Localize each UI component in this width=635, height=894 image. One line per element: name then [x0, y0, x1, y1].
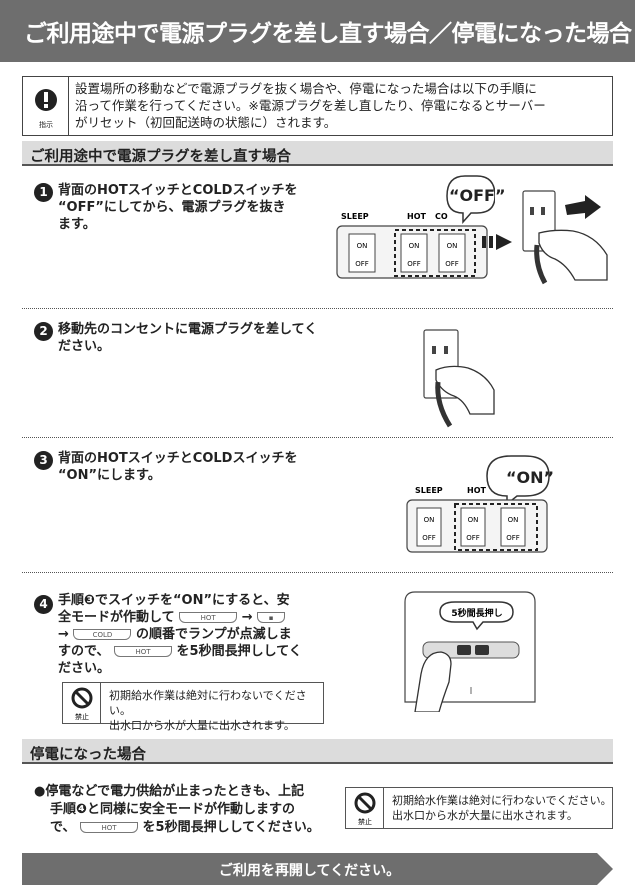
step-2-number: 2 — [34, 322, 53, 341]
page-title: ご利用途中で電源プラグを差し直す場合／停電になった場合 — [24, 21, 632, 47]
off-bubble-text: “OFF” — [449, 186, 506, 205]
step-4-warning: 禁止 初期給水作業は絶対に行わないでください。 出水口から水が大量に出水されます… — [62, 682, 324, 732]
exclamation-icon: 指示 — [35, 89, 57, 129]
warning-text: 初期給水作業は絶対に行わないでください。 出水口から水が大量に出水されます。 — [109, 688, 323, 733]
switch-off-label: OFF — [506, 534, 520, 542]
banner-arrow-shape — [22, 853, 613, 885]
prohibition-icon-label: 禁止 — [75, 712, 89, 721]
switch-on-label: ON — [447, 242, 458, 250]
step-4-segment: を5秒間長押ししてく — [176, 644, 302, 659]
outage-line: 手順❹と同様に安全モードが作動しますの — [50, 802, 296, 817]
plug-in-illustration — [423, 329, 495, 428]
switch-panel-off-illustration: SLEEP HOT CO ON OFF ON OFF ON OFF — [336, 175, 495, 279]
step-4-segment: → — [58, 627, 69, 642]
notice-line: 沿って作業を行ってください。※電源プラグを差し直したり、停電になるとサーバー — [75, 98, 546, 113]
notice-line: がリセット（初回配送時の状態に）されます。 — [75, 115, 337, 130]
resume-banner: ご利用を再開してください。 — [22, 853, 613, 885]
step-3-text: 背面のHOTスイッチとCOLDスイッチを “ON”にします。 — [58, 450, 297, 484]
step-2-text: 移動先のコンセントに電源プラグを差してく ださい。 — [58, 321, 317, 355]
instruction-icon-cell: 指示 — [23, 77, 69, 135]
outage-segment: を5秒間長押ししてください。 — [142, 820, 320, 835]
cold-button-icon: COLD — [73, 629, 132, 640]
prohibition-icon-cell: 禁止 — [346, 788, 384, 828]
hot-label: HOT — [407, 212, 426, 221]
switch-on-label: ON — [357, 242, 368, 250]
instruction-notice: 指示 設置場所の移動などで電源プラグを抜く場合や、停電になった場合は以下の手順に… — [22, 76, 613, 136]
prohibition-icon: 禁止 — [71, 687, 93, 721]
switch-on-label: ON — [468, 516, 479, 524]
prohibition-icon-cell: 禁止 — [63, 683, 101, 723]
step-divider — [22, 308, 613, 309]
step-4-line: ださい。 — [58, 661, 111, 676]
outage-warning: 禁止 初期給水作業は絶対に行わないでください。 出水口から水が大量に出水されます… — [345, 787, 613, 829]
sleep-label: SLEEP — [415, 486, 443, 495]
step-4-number: 4 — [34, 595, 53, 614]
sleep-label: SLEEP — [341, 212, 369, 221]
hot-label: HOT — [467, 486, 486, 495]
step-4-segment: → — [241, 610, 253, 625]
step-4-line: すので、 HOT を5秒間長押ししてく — [58, 643, 302, 660]
step-4-line: 全モードが作動して HOT → ▪ — [58, 609, 302, 626]
section-replug-title: ご利用途中で電源プラグを差し直す場合 — [22, 141, 613, 166]
step-1-text: 背面のHOTスイッチとCOLDスイッチを “OFF”にしてから、電源プラグを抜き… — [58, 182, 297, 233]
notice-line: 設置場所の移動などで電源プラグを抜く場合や、停電になった場合は以下の手順に — [75, 81, 537, 96]
step-4-segment: すので、 — [58, 644, 110, 659]
prohibition-icon-label: 禁止 — [358, 817, 372, 826]
front-panel-press-illustration: 5秒間長押し — [404, 591, 536, 712]
switch-off-label: OFF — [407, 260, 421, 268]
warning-line: 初期給水作業は絶対に行わないでください。 — [392, 794, 612, 807]
hot-button-icon: HOT — [114, 646, 173, 657]
step-4-text: 手順❸でスイッチを“ON”にすると、安 全モードが作動して HOT → ▪ → … — [58, 592, 302, 677]
warning-line: 初期給水作業は絶対に行わないでください。 — [109, 689, 307, 717]
step-2-line: 移動先のコンセントに電源プラグを差してく — [58, 322, 318, 337]
outage-line: ●停電などで電力供給が止まったときも、上記 — [34, 784, 305, 799]
switch-on-label: ON — [508, 516, 519, 524]
warning-line: 出水口から水が大量に出水されます。 — [392, 809, 578, 822]
switch-panel-on-illustration: SLEEP HOT ON OFF ON OFF ON OFF — [406, 455, 550, 553]
step-4-segment: の順番でランプが点滅しま — [135, 627, 292, 642]
right-arrow-icon — [482, 234, 512, 250]
step-4-line: 手順❸でスイッチを“ON”にすると、安 — [58, 593, 290, 608]
warning-text: 初期給水作業は絶対に行わないでください。 出水口から水が大量に出水されます。 — [392, 793, 612, 823]
warning-line: 出水口から水が大量に出水されます。 — [109, 719, 295, 732]
switch-off-label: OFF — [466, 534, 480, 542]
on-bubble-text: “ON” — [506, 468, 555, 487]
step-1-line: “OFF”にしてから、電源プラグを抜き — [58, 200, 286, 215]
section-outage-heading: 停電になった場合 — [30, 747, 146, 763]
switch-off-label: OFF — [422, 534, 436, 542]
prohibition-icon: 禁止 — [354, 792, 376, 826]
outage-segment: で、 — [50, 820, 76, 835]
step-3-line: “ON”にします。 — [58, 468, 161, 483]
step-divider — [22, 437, 613, 438]
switch-off-label: OFF — [355, 260, 369, 268]
hot-button-icon: HOT — [80, 822, 139, 833]
cold-label: CO — [435, 212, 448, 221]
hot-button-icon: HOT — [179, 612, 238, 623]
cold-lamp-icon: ▪ — [257, 612, 286, 623]
step-3-number: 3 — [34, 451, 53, 470]
instruction-icon-label: 指示 — [39, 120, 53, 129]
section-outage-title: 停電になった場合 — [22, 739, 613, 764]
switch-on-label: ON — [424, 516, 435, 524]
page-header: ご利用途中で電源プラグを差し直す場合／停電になった場合 — [0, 0, 635, 62]
step-1-line: ます。 — [58, 217, 96, 232]
outage-line: で、 HOT を5秒間長押ししてください。 — [34, 819, 320, 837]
step-2-line: ださい。 — [58, 339, 111, 354]
switch-on-label: ON — [409, 242, 420, 250]
step-3-line: 背面のHOTスイッチとCOLDスイッチを — [58, 451, 298, 466]
switch-off-label: OFF — [445, 260, 459, 268]
step-divider — [22, 572, 613, 573]
resume-label: ご利用を再開してください。 — [218, 863, 401, 879]
power-outage-text: ●停電などで電力供給が止まったときも、上記 手順❹と同様に安全モードが作動します… — [34, 783, 320, 837]
step-4-line: → COLD の順番でランプが点滅しま — [58, 626, 302, 643]
step-1-number: 1 — [34, 183, 53, 202]
section-replug-heading: ご利用途中で電源プラグを差し直す場合 — [30, 149, 291, 165]
step-1-line: 背面のHOTスイッチとCOLDスイッチを — [58, 183, 298, 198]
notice-text: 設置場所の移動などで電源プラグを抜く場合や、停電になった場合は以下の手順に 沿っ… — [75, 80, 610, 131]
press-label: 5秒間長押し — [451, 607, 502, 619]
unplug-illustration — [522, 190, 608, 285]
step-4-segment: 全モードが作動して — [58, 610, 175, 625]
